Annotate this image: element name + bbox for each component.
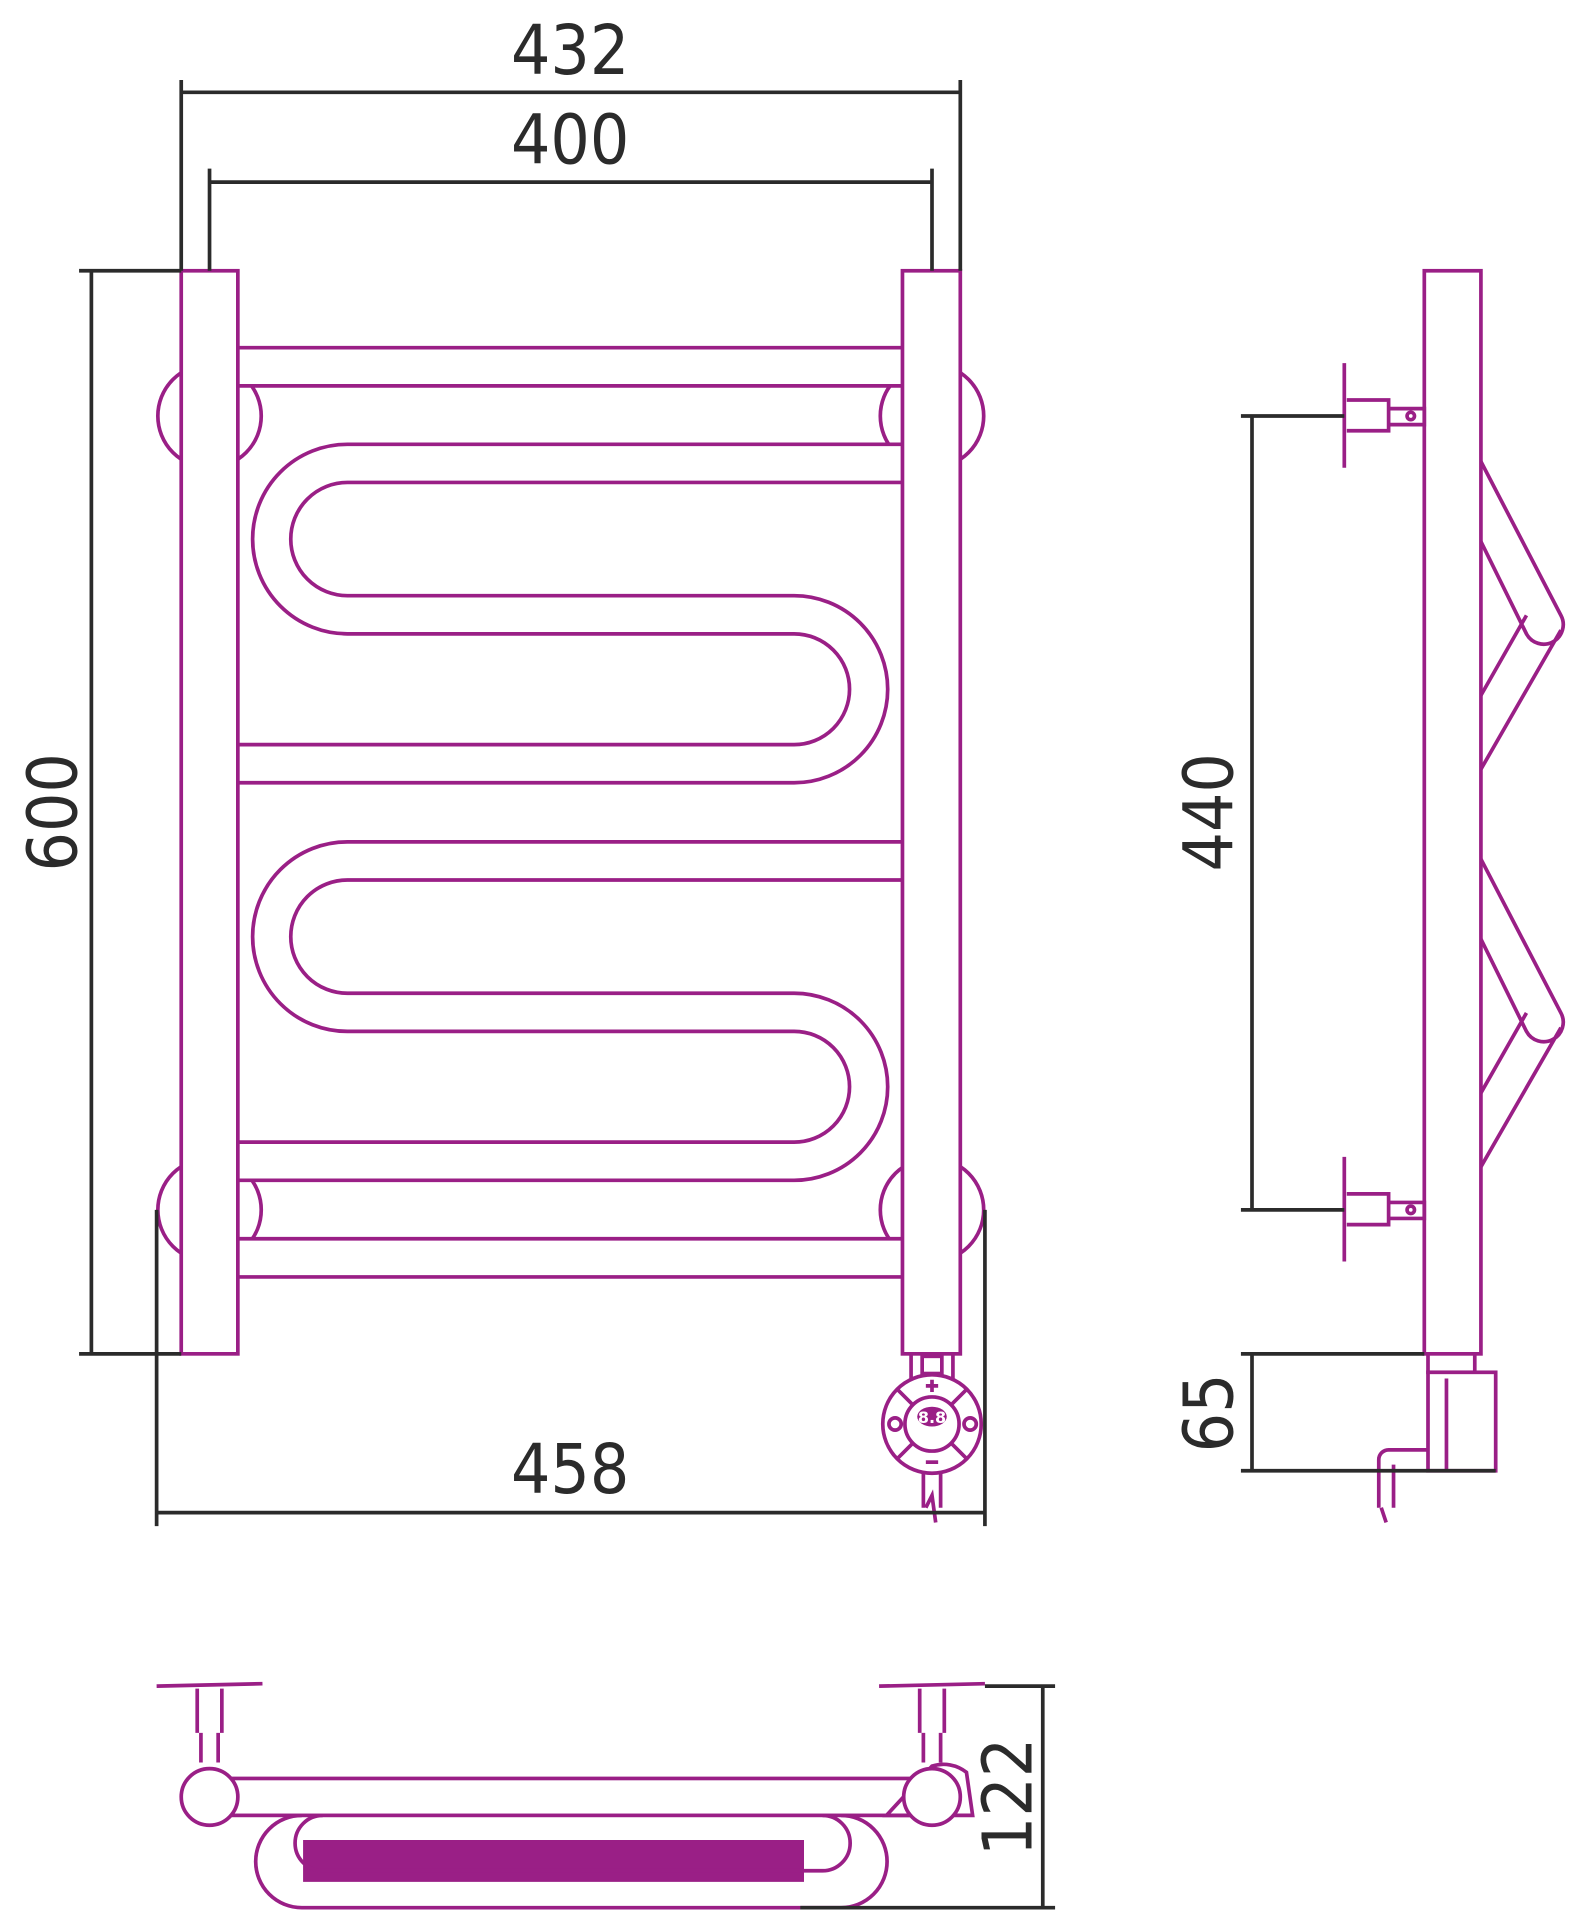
dim-label-400: 400 <box>511 101 629 181</box>
side-post <box>1422 268 1483 1356</box>
dim-label-65: 65 <box>1169 1373 1249 1452</box>
dim-label-432: 432 <box>511 11 629 91</box>
dim-line-600 <box>79 268 182 1356</box>
dim-line-440 <box>1240 414 1345 1212</box>
left-post <box>179 268 240 1356</box>
side-heater <box>1376 1352 1498 1524</box>
heater-control-unit: 8.8 <box>880 1352 984 1523</box>
side-bracket-top <box>1342 363 1427 468</box>
dim-label-458: 458 <box>511 1430 629 1510</box>
dim-line-458 <box>154 1209 987 1527</box>
front-view: 8.8 432 400 600 458 <box>14 11 987 1527</box>
display-value: 8.8 <box>918 1408 946 1427</box>
power-icon <box>887 1416 904 1432</box>
bottom-view-bar <box>207 1776 934 1818</box>
power-cable <box>921 1473 943 1523</box>
right-post <box>900 268 963 1356</box>
dim-label-600: 600 <box>14 753 94 871</box>
top-down-view: 122 <box>156 1681 1056 1910</box>
dim-line-122 <box>800 1684 1056 1910</box>
dim-label-122: 122 <box>969 1738 1049 1856</box>
serpentine-upper <box>234 442 908 785</box>
dim-label-440: 440 <box>1169 753 1249 871</box>
side-bracket-bottom <box>1342 1156 1427 1262</box>
dim-line-432 <box>179 80 963 271</box>
side-view: 440 65 <box>1169 268 1566 1524</box>
dim-line-400 <box>207 168 934 271</box>
dim-line-65 <box>1240 1352 1496 1473</box>
timer-icon <box>962 1416 979 1432</box>
display <box>917 1406 947 1427</box>
plus-icon <box>925 1379 939 1392</box>
serpentine-lower <box>234 840 908 1183</box>
